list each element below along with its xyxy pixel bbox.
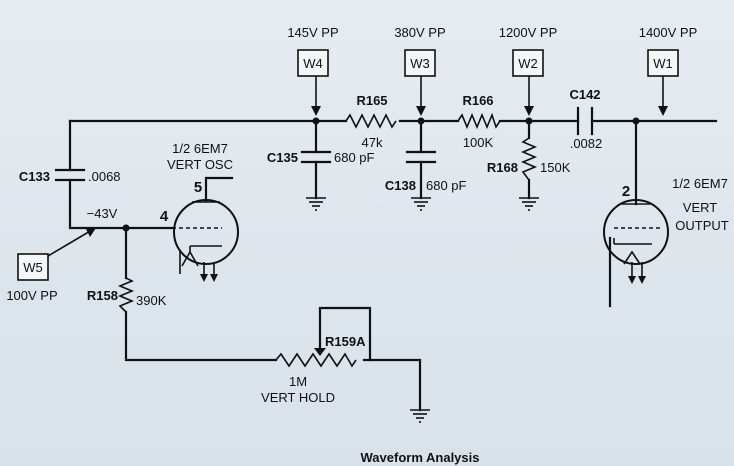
r168-name: R168 (487, 160, 518, 175)
c133-capacitor (54, 168, 86, 182)
junction-dots (122, 117, 640, 232)
c133-name: C133 (19, 169, 50, 184)
r159a-function: VERT HOLD (261, 390, 335, 405)
r168-resistor (520, 137, 538, 181)
r165-resistor (345, 113, 397, 129)
ground-symbol (410, 409, 430, 423)
figure-caption: Waveform Analysis (361, 450, 480, 465)
ground-symbol (519, 197, 539, 211)
w2-label: W2 (518, 56, 538, 71)
output-tube-function-line1: VERT (683, 200, 717, 215)
output-tube-pin: 2 (622, 183, 630, 200)
r158-resistor (117, 277, 135, 313)
r158-name: R158 (87, 288, 118, 303)
w2-test-point (512, 49, 544, 116)
circuit-wires (68, 119, 718, 412)
r159a-wiper-arrow (314, 348, 326, 356)
c135-name: C135 (267, 150, 298, 165)
output-tube-function-line2: OUTPUT (675, 218, 729, 233)
c135-value: 680 pF (334, 150, 375, 165)
w3-amplitude: 380V PP (394, 25, 445, 40)
w1-amplitude: 1400V PP (639, 25, 698, 40)
w2-amplitude: 1200V PP (499, 25, 558, 40)
osc-tube-function: VERT OSC (167, 157, 233, 172)
c142-name: C142 (569, 87, 600, 102)
w4-test-point (297, 49, 329, 116)
c133-value: .0068 (88, 169, 121, 184)
w1-test-point (647, 49, 679, 116)
grid-voltage: −43V (87, 206, 118, 221)
r159a-resistor (275, 352, 357, 368)
r165-value: 47k (362, 135, 383, 150)
ground-symbol (411, 197, 431, 211)
r166-resistor (457, 112, 501, 130)
w3-test-point (404, 49, 436, 116)
c142-value: .0082 (570, 136, 603, 151)
r166-name: R166 (462, 93, 493, 108)
r165-name: R165 (356, 93, 387, 108)
w5-label: W5 (23, 260, 43, 275)
w5-test-point (17, 228, 96, 281)
w4-label: W4 (303, 56, 323, 71)
vert-output-tube (603, 199, 669, 284)
osc-plate-pin: 5 (194, 179, 202, 196)
c138-capacitor (405, 150, 437, 164)
c138-value: 680 pF (426, 178, 467, 193)
w4-amplitude: 145V PP (287, 25, 338, 40)
r159a-value: 1M (289, 374, 307, 389)
r159a-name: R159A (325, 334, 366, 349)
output-tube-type: 1/2 6EM7 (672, 176, 728, 191)
r158-value: 390K (136, 293, 167, 308)
w5-amplitude: 100V PP (6, 288, 57, 303)
c135-capacitor (300, 150, 332, 164)
vert-osc-tube (172, 199, 239, 282)
w3-label: W3 (410, 56, 430, 71)
osc-grid-pin: 4 (160, 208, 169, 225)
osc-tube-type: 1/2 6EM7 (172, 141, 228, 156)
c142-capacitor (576, 106, 594, 136)
ground-symbol (306, 197, 326, 211)
c138-name: C138 (385, 178, 416, 193)
r166-value: 100K (463, 135, 494, 150)
r168-value: 150K (540, 160, 571, 175)
w1-label: W1 (653, 56, 673, 71)
